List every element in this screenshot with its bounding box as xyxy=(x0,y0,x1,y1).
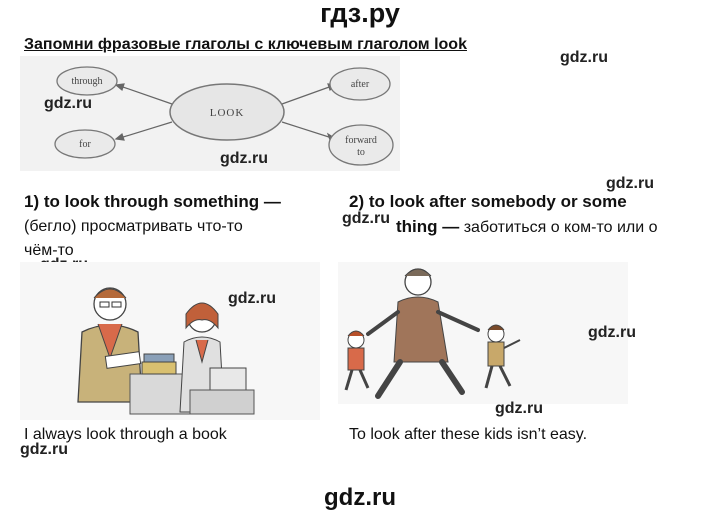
arrow-after xyxy=(281,85,333,105)
watermark: gdz.ru xyxy=(606,175,654,192)
label-for: for xyxy=(79,139,91,150)
illustration-right xyxy=(338,262,628,404)
label-through: through xyxy=(71,76,102,87)
label-look: LOOK xyxy=(210,107,245,119)
watermark: gdz.ru xyxy=(44,95,92,112)
item2-caption: To look after these kids isn’t easy. xyxy=(349,426,588,443)
site-header: гдз.ру xyxy=(320,0,400,28)
arrow-through xyxy=(119,85,173,105)
item1-translation: (бегло) просматривать что-то xyxy=(24,218,243,235)
label-to: to xyxy=(357,147,365,158)
forward-to-node xyxy=(328,124,394,166)
illustration-left xyxy=(20,262,320,420)
watermark: gdz.ru xyxy=(228,290,276,307)
item1-translation-cont: чём-то xyxy=(24,242,74,259)
watermark: gdz.ru xyxy=(588,324,636,341)
phrasal-verb-diagram: LOOK through for after forward to xyxy=(20,56,400,171)
arrow-forward-to xyxy=(281,121,333,139)
label-after: after xyxy=(351,79,370,90)
watermark: gdz.ru xyxy=(495,400,543,417)
watermark: gdz.ru xyxy=(220,150,268,167)
item1-title: 1) to look through something — xyxy=(24,192,281,211)
item2-title: 2) to look after somebody or some xyxy=(349,192,627,211)
watermark: gdz.ru xyxy=(342,210,390,227)
watermark: gdz.ru xyxy=(560,49,608,66)
item2-title-cont: thing — xyxy=(396,217,460,236)
item1-caption: I always look through a book xyxy=(24,426,227,443)
item2-translation: заботиться о ком-то или о xyxy=(463,219,658,236)
after-node xyxy=(329,67,391,101)
label-forward: forward xyxy=(345,135,377,146)
watermark: gdz.ru xyxy=(20,441,68,458)
look-node xyxy=(169,83,285,141)
footer: gdz.ru xyxy=(324,484,396,511)
through-node xyxy=(56,66,118,96)
for-node xyxy=(54,129,116,159)
arrow-for xyxy=(119,121,173,139)
page-heading: Запомни фразовые глаголы с ключевым глаг… xyxy=(24,36,467,53)
